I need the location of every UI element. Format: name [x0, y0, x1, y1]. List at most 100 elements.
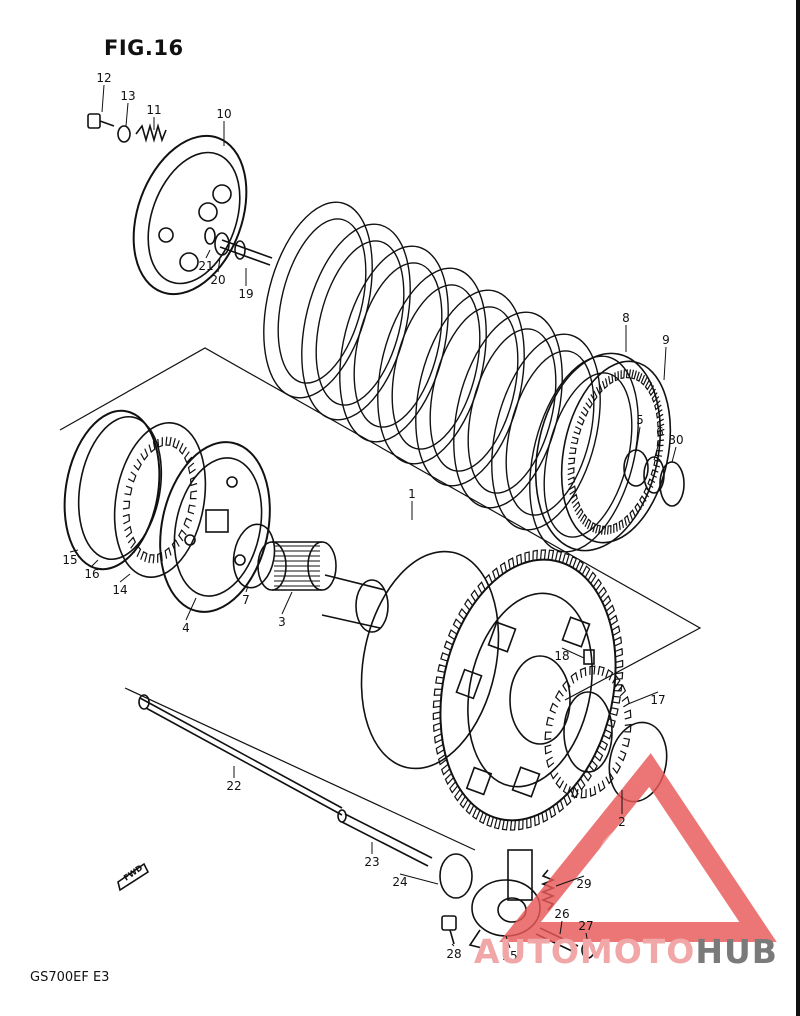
watermark-part-b: HUB	[695, 932, 778, 971]
bearing-20	[214, 232, 230, 256]
part-label-9: 9	[662, 333, 670, 347]
clutch-plate	[529, 355, 639, 553]
part-label-1: 1	[408, 487, 416, 501]
figure-title: FIG.16	[104, 36, 184, 60]
leader-line-4	[185, 597, 197, 621]
bolt-28	[441, 915, 457, 945]
part-label-29: 29	[576, 877, 591, 891]
leader-line-24	[399, 873, 439, 885]
clutch-plate-inner	[353, 262, 443, 428]
spring-11	[135, 123, 167, 143]
part-label-25: 25	[502, 949, 517, 963]
part-label-22: 22	[226, 779, 241, 793]
leader-line-17	[627, 691, 659, 705]
base-plane-outline	[59, 347, 702, 701]
leader-line-16	[91, 559, 99, 567]
push-rod-22	[138, 694, 343, 816]
clutch-hub-14	[113, 422, 207, 578]
fwd-arrow-icon	[117, 862, 150, 892]
clutch-plate-inner	[277, 218, 367, 384]
part-label-23: 23	[364, 855, 379, 869]
ring-gear-9	[534, 352, 672, 552]
thrust-washer-7	[232, 523, 276, 589]
pressure-plate-10	[132, 134, 248, 296]
leader-line-30	[671, 446, 677, 463]
washer-21	[204, 227, 216, 245]
part-label-30: 30	[668, 433, 683, 447]
part-label-27: 27	[578, 919, 593, 933]
clutch-plate-inner	[467, 328, 557, 494]
sleeve-hub-4	[159, 441, 271, 613]
leader-line-13	[125, 102, 129, 127]
part-label-19: 19	[238, 287, 253, 301]
leader-line-28	[451, 943, 455, 947]
part-label-16: 16	[84, 567, 99, 581]
leader-line-20	[217, 257, 221, 273]
clutch-plate	[263, 201, 373, 399]
part-label-24: 24	[392, 875, 407, 889]
clutch-plate	[377, 267, 487, 465]
leader-line-14	[119, 573, 131, 583]
part-label-14: 14	[112, 583, 127, 597]
part-label-13: 13	[120, 89, 135, 103]
part-label-7: 7	[242, 593, 250, 607]
leader-line-9	[663, 346, 667, 381]
leader-line-15	[69, 549, 79, 553]
clutch-plate-inner	[543, 372, 633, 538]
part-label-26: 26	[554, 907, 569, 921]
leader-line-7	[245, 585, 249, 593]
washer-30	[659, 461, 685, 507]
leader-line-3	[281, 591, 293, 615]
part-label-5: 5	[636, 413, 644, 427]
pin-18	[583, 649, 595, 665]
model-code: GS700EF E3	[30, 970, 110, 985]
lock-washer-6	[643, 456, 665, 494]
part-label-17: 17	[650, 693, 665, 707]
leader-line-6	[653, 438, 661, 461]
part-label-3: 3	[278, 615, 286, 629]
part-label-11: 11	[146, 103, 161, 117]
logo-ring-icon	[598, 826, 666, 894]
leader-line-26	[559, 920, 563, 935]
leader-line-29	[555, 875, 585, 887]
outer-drum-15-16	[63, 409, 163, 571]
part-label-21: 21	[198, 259, 213, 273]
clutch-plate	[339, 245, 449, 443]
part-label-18: 18	[554, 649, 569, 663]
clutch-plate-inner	[429, 306, 519, 472]
push-rod-23	[337, 809, 433, 867]
frame-edge	[796, 0, 800, 1016]
clutch-plate-stack	[263, 201, 639, 553]
automotohub-logo-icon	[499, 753, 777, 942]
part-label-10: 10	[216, 107, 231, 121]
oil-pump-drive-gear-17	[544, 665, 632, 799]
part-label-6: 6	[656, 425, 664, 439]
part-label-12: 12	[96, 71, 111, 85]
clutch-plate	[453, 311, 563, 509]
part-label-28: 28	[446, 947, 461, 961]
leader-line-12	[101, 84, 105, 113]
clutch-plate-inner	[505, 350, 595, 516]
watermark-part-a: AUTOMOTO	[474, 932, 696, 971]
part-label-4: 4	[182, 621, 190, 635]
leader-line-21	[205, 249, 211, 259]
clutch-plate-inner	[391, 284, 481, 450]
part-label-15: 15	[62, 553, 77, 567]
spacer-sleeve	[321, 574, 389, 633]
clutch-plate-inner	[315, 240, 405, 406]
leader-line-18	[561, 647, 585, 659]
primary-driven-gear-1	[360, 549, 624, 831]
oil-seal-24	[439, 853, 473, 899]
leader-line-27	[585, 932, 589, 945]
leader-line-25	[505, 935, 511, 949]
part-label-2: 2	[618, 815, 626, 829]
leader-line-5	[635, 426, 641, 453]
base-plane-lower-edge	[124, 687, 476, 851]
watermark-brand: AUTOMOTOHUB	[474, 932, 778, 971]
needle-bearing-3	[257, 541, 337, 591]
washer-13	[117, 125, 131, 143]
clutch-plate	[415, 289, 525, 487]
bolt-12	[87, 113, 115, 129]
